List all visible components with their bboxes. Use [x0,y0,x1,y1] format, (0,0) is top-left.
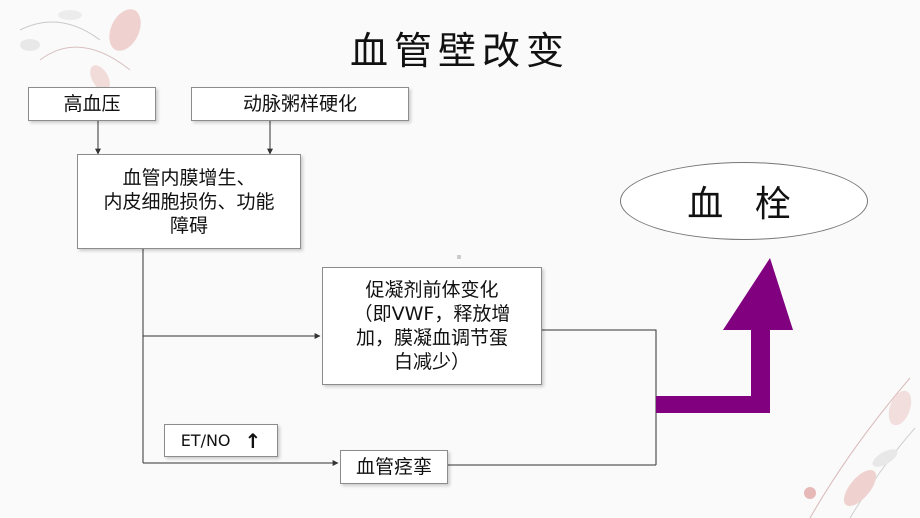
node-procoagulant-change: 促凝剂前体变化 （即VWF，释放增 加，膜凝血调节蛋 白减少） [322,267,542,385]
node-intima-line-3: 障碍 [169,214,208,237]
line-procoagulant-right [542,329,657,465]
node-procoagulant-line-3: 加，膜凝血调节蛋 [355,327,508,349]
node-thrombus-label: 血 栓 [687,184,801,225]
node-vasospasm: 血管痉挛 [340,450,448,484]
floral-decoration-top-left [19,9,141,91]
node-procoagulant-line-4: 白减少） [393,351,470,373]
node-intima-line-2: 内皮细胞损伤、功能 [103,190,275,213]
node-vasospasm-label: 血管痉挛 [355,456,432,478]
node-atherosclerosis: 动脉粥样硬化 [191,87,409,121]
floral-decoration-bottom-right [804,377,916,518]
node-atherosclerosis-label: 动脉粥样硬化 [242,93,357,115]
node-thrombus: 血 栓 [620,162,868,240]
node-et-no-label: ET/NO [180,430,231,450]
node-hypertension-label: 高血压 [63,93,121,115]
node-procoagulant-line-2: （即VWF，释放增 [353,303,511,325]
node-et-no: ET/NO ↑ [164,424,278,457]
node-hypertension: 高血压 [28,87,156,121]
node-intima-hyperplasia: 血管内膜增生、 内皮细胞损伤、功能 障碍 [77,154,301,249]
up-arrow-icon: ↑ [244,428,262,453]
node-intima-line-1: 血管内膜增生、 [122,166,256,189]
purple-arrow-to-thrombus [656,258,793,413]
slide-title: 血管壁改变 [349,29,570,73]
center-dot [457,255,461,259]
node-procoagulant-line-1: 促凝剂前体变化 [365,279,499,301]
